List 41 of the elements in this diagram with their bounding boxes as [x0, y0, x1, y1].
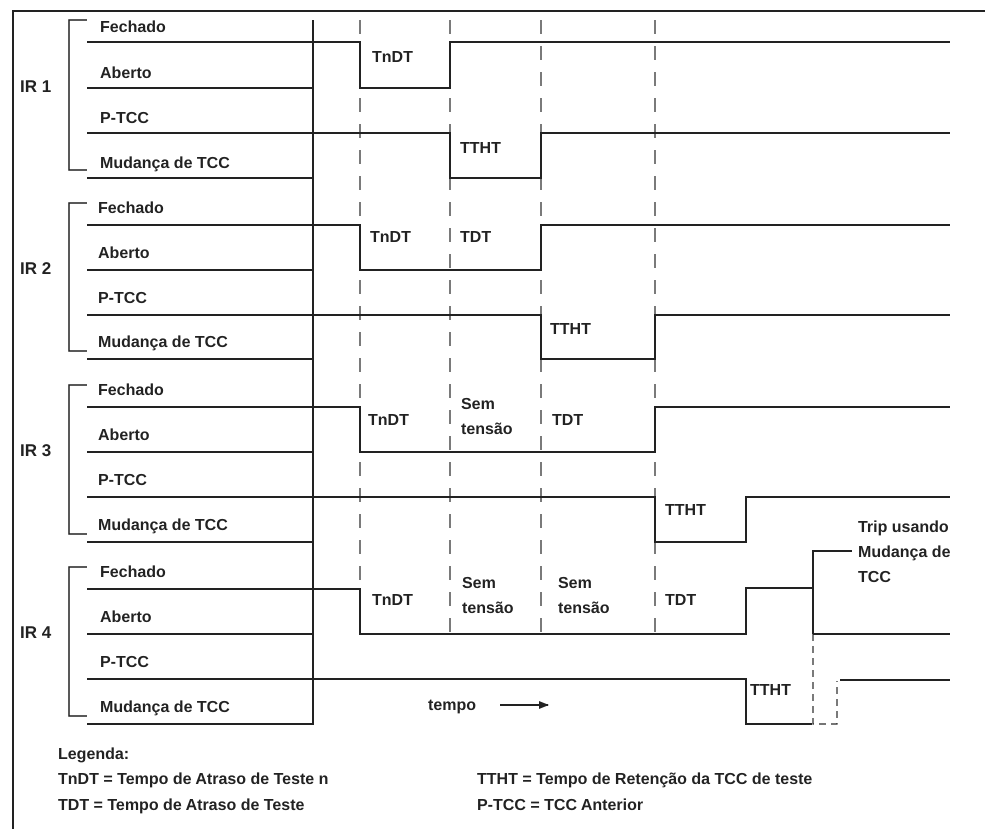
- relay-name: IR 3: [20, 441, 52, 460]
- interval-label: TTHT: [750, 681, 791, 700]
- interval-label: TTHT: [550, 320, 591, 339]
- relay-name: IR 2: [20, 259, 52, 278]
- signal-name: Aberto: [100, 64, 152, 83]
- legend-entry: P-TCC = TCC Anterior: [477, 796, 644, 815]
- interval-label: TnDT: [368, 411, 409, 430]
- interval-label: TTHT: [665, 501, 706, 520]
- signal-name: Aberto: [98, 244, 150, 263]
- signal-name: Fechado: [98, 381, 164, 400]
- signal-name: P-TCC: [98, 471, 147, 490]
- time-axis-label: tempo: [428, 696, 476, 715]
- signal-name: Fechado: [100, 563, 166, 582]
- interval-label: TDT: [460, 228, 492, 247]
- interval-label: TTHT: [460, 139, 501, 158]
- signal-name: Mudança de TCC: [98, 516, 228, 535]
- signal-name: Mudança de TCC: [100, 698, 230, 717]
- relay-name: IR 1: [20, 77, 52, 96]
- signal-name: Mudança de TCC: [100, 154, 230, 173]
- interval-label: Sem tensão: [558, 574, 611, 619]
- annotation: Trip usando Mudança de TCC: [858, 518, 952, 588]
- signal-name: P-TCC: [100, 109, 149, 128]
- legend-heading: Legenda:: [58, 745, 130, 764]
- interval-label: TnDT: [370, 228, 411, 247]
- interval-label: TnDT: [372, 591, 413, 610]
- interval-label: TDT: [665, 591, 696, 610]
- interval-label: Sem tensão: [461, 395, 514, 440]
- signal-name: Fechado: [100, 18, 166, 37]
- signal-name: P-TCC: [98, 289, 147, 308]
- legend-entry: TnDT = Tempo de Atraso de Teste n: [58, 770, 328, 789]
- interval-label: TDT: [552, 411, 584, 430]
- legend-entry: TDT = Tempo de Atraso de Teste: [58, 796, 304, 815]
- interval-label: TnDT: [372, 48, 413, 67]
- relay-name: IR 4: [20, 623, 52, 642]
- signal-name: Aberto: [98, 426, 150, 445]
- signal-name: Aberto: [100, 608, 152, 627]
- signal-name: Fechado: [98, 199, 164, 218]
- signal-name: Mudança de TCC: [98, 333, 228, 352]
- legend-entry: TTHT = Tempo de Retenção da TCC de teste: [477, 770, 812, 789]
- interval-label: Sem tensão: [462, 574, 515, 619]
- signal-name: P-TCC: [100, 653, 149, 672]
